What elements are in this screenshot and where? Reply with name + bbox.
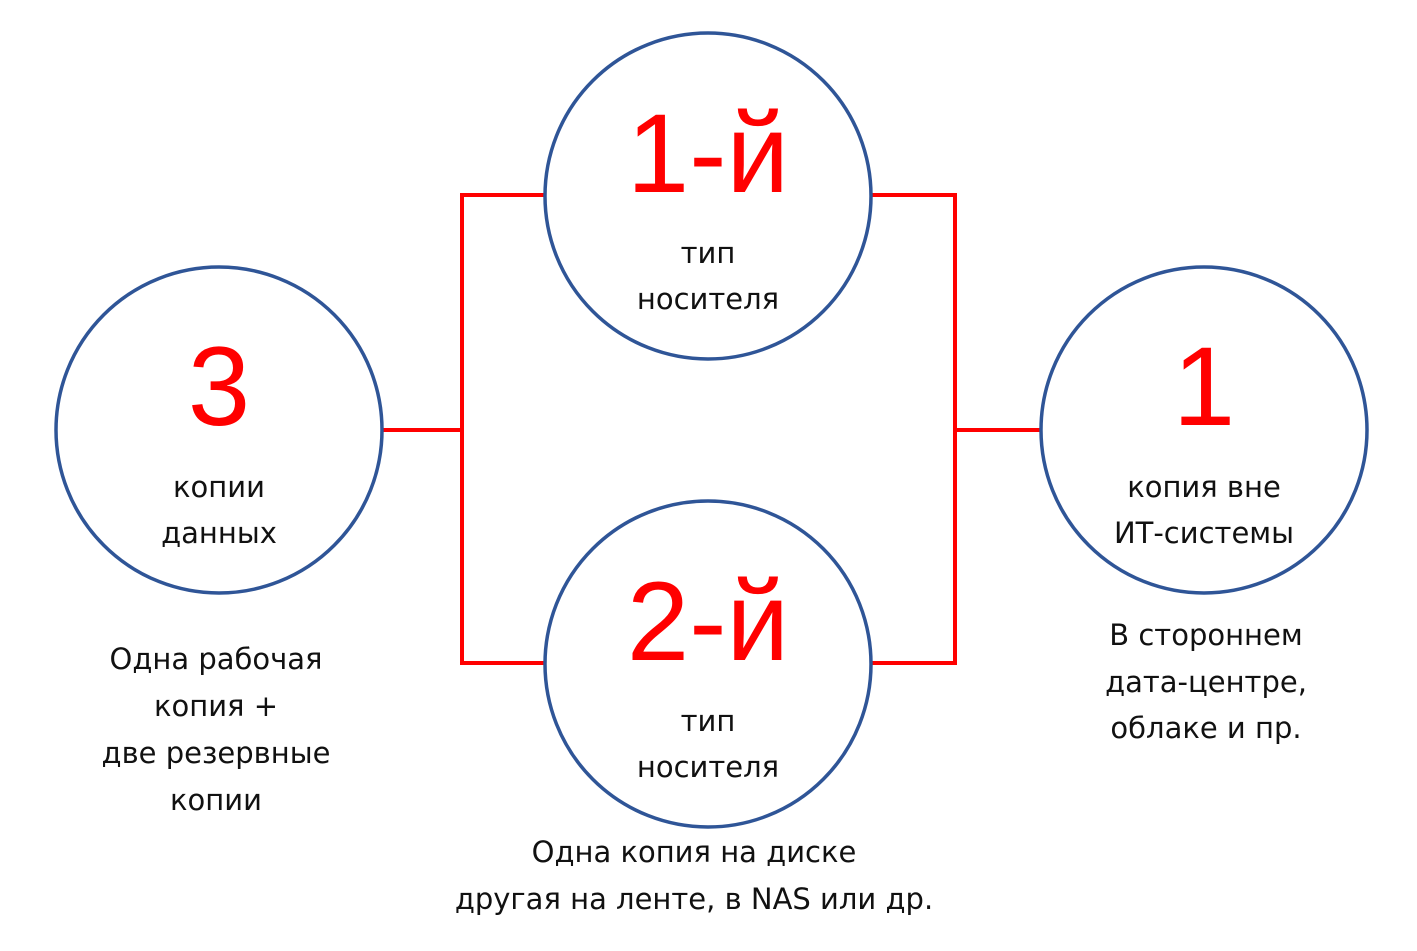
note-line: две резервные bbox=[102, 736, 331, 770]
note-line: облаке и пр. bbox=[1110, 711, 1301, 745]
node-media1: 1-й тип носителя bbox=[543, 31, 873, 361]
note-line: В стороннем bbox=[1109, 618, 1302, 652]
note-line: копия + bbox=[154, 689, 278, 723]
label-line: ИТ-системы bbox=[1114, 516, 1294, 550]
note-line: Одна рабочая bbox=[110, 642, 323, 676]
label-line: тип bbox=[681, 236, 736, 270]
note-line: копии bbox=[170, 783, 262, 817]
note-line: дата-центре, bbox=[1105, 665, 1307, 699]
circle bbox=[54, 265, 384, 595]
right-bracket bbox=[871, 193, 957, 665]
circle bbox=[543, 31, 873, 361]
number: 1-й bbox=[627, 91, 789, 216]
label-line: данных bbox=[161, 516, 277, 550]
label-line: тип bbox=[681, 704, 736, 738]
note-offsite: В стороннем дата-центре, облаке и пр. bbox=[1105, 618, 1307, 745]
number: 2-й bbox=[627, 559, 789, 684]
note-copies: Одна рабочая копия + две резервные копии bbox=[102, 642, 331, 817]
node-offsite: 1 копия вне ИТ-системы bbox=[1039, 265, 1369, 595]
connectors bbox=[382, 193, 1041, 665]
node-copies: 3 копии данных bbox=[54, 265, 384, 595]
note-line: Одна копия на диске bbox=[532, 835, 857, 869]
label-line: копия вне bbox=[1127, 470, 1281, 504]
circle bbox=[543, 499, 873, 829]
number: 3 bbox=[188, 324, 250, 449]
number: 1 bbox=[1173, 324, 1235, 449]
note-media2: Одна копия на диске другая на ленте, в N… bbox=[455, 835, 933, 916]
label-line: носителя bbox=[637, 750, 779, 784]
circle bbox=[1039, 265, 1369, 595]
note-line: другая на ленте, в NAS или др. bbox=[455, 882, 933, 916]
left-bracket bbox=[460, 193, 545, 665]
node-media2: 2-й тип носителя bbox=[543, 499, 873, 829]
label-line: копии bbox=[173, 470, 265, 504]
label-line: носителя bbox=[637, 282, 779, 316]
